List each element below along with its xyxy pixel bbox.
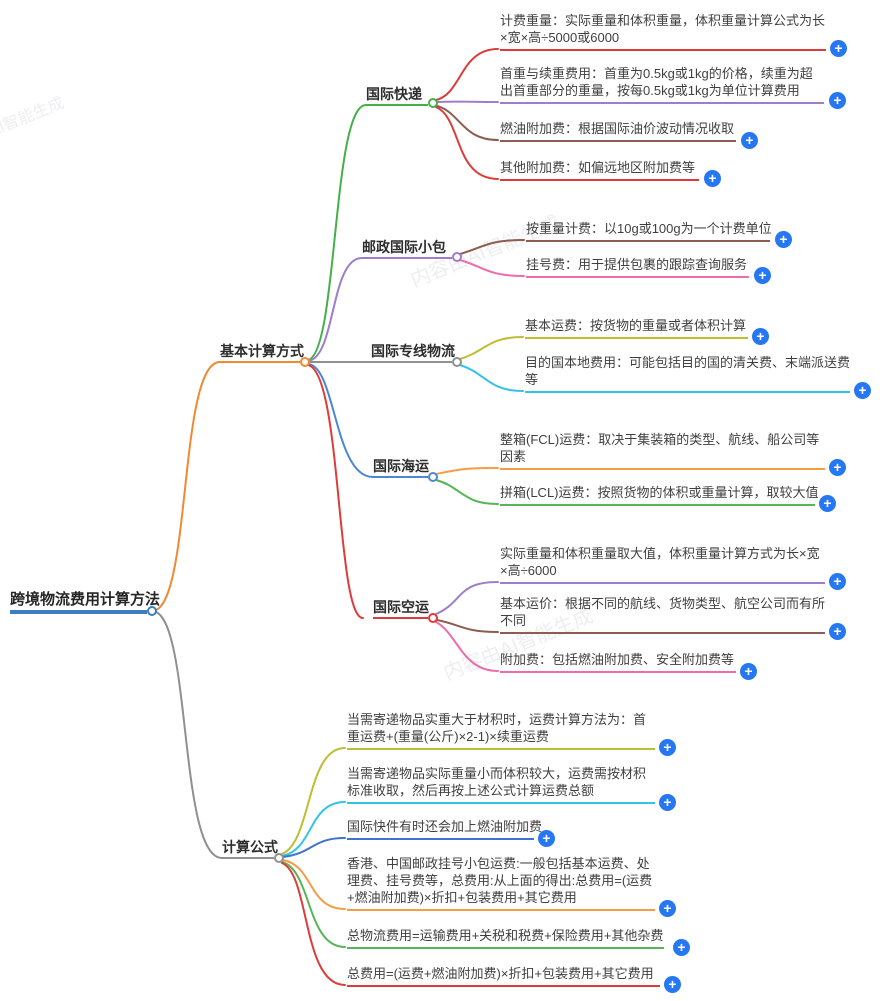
leaf-text: 附加费：包括燃油附加费、安全附加费等 [500,652,735,667]
expand-button[interactable]: + [775,231,792,248]
leaf-node[interactable]: 拼箱(LCL)运费：按照货物的体积或重量计算，取较大值 [500,484,819,506]
leaf-node[interactable]: 基本运价：根据不同的航线、货物类型、航空公司而有所不同 [500,595,825,634]
root-node-dot [147,606,157,616]
leaf-text: 拼箱(LCL)运费：按照货物的体积或重量计算，取较大值 [500,485,819,500]
expand-button[interactable]: + [829,573,846,590]
leaf-text: 目的国本地费用：可能包括目的国的清关费、末端派送费等 [525,355,851,387]
leaf-node[interactable]: 首重与续重费用：首重为0.5kg或1kg的价格，续重为超出首重部分的重量，按每0… [500,65,824,104]
leaf-text: 其他附加费：如偏远地区附加费等 [500,160,696,175]
leaf-node[interactable]: 目的国本地费用：可能包括目的国的清关费、末端派送费等 [525,354,850,393]
subbranch-node-dot [452,252,462,262]
watermark: 内容由AI智能生成 [0,94,67,159]
subbranch-node-air-freight[interactable]: 国际空运 [373,599,429,619]
subbranch-node-dot [428,472,438,482]
subbranch-label: 国际空运 [373,599,429,615]
leaf-text: 计费重量：实际重量和体积重量，体积重量计算公式为长×宽×高÷5000或6000 [500,13,826,45]
leaf-text: 基本运价：根据不同的航线、货物类型、航空公司而有所不同 [500,596,826,628]
leaf-text: 挂号费：用于提供包裹的跟踪查询服务 [526,257,748,272]
expand-button[interactable]: + [704,170,721,187]
leaf-node[interactable]: 总费用=(运费+燃油附加费)×折扣+包装费用+其它费用 [347,965,660,987]
expand-button[interactable]: + [673,939,690,956]
leaf-node[interactable]: 总物流费用=运输费用+关税和税费+保险费用+其他杂费 [347,927,664,949]
leaf-text: 总物流费用=运输费用+关税和税费+保险费用+其他杂费 [347,928,664,943]
expand-button[interactable]: + [754,267,771,284]
expand-button[interactable]: + [830,40,847,57]
subbranch-node-dot [452,357,462,367]
root-node[interactable]: 跨境物流费用计算方法 [10,591,160,614]
branch-node-dot [300,357,310,367]
branch-label: 计算公式 [222,839,278,855]
subbranch-node-dot [428,613,438,623]
leaf-text: 按重量计费：以10g或100g为一个计费单位 [526,221,772,236]
leaf-text: 基本运费：按货物的重量或者体积计算 [525,318,747,333]
expand-button[interactable]: + [659,900,676,917]
leaf-node[interactable]: 当需寄递物品实重大于材积时，运费计算方法为：首重运费+(重量(公斤)×2-1)×… [347,711,655,750]
leaf-node[interactable]: 按重量计费：以10g或100g为一个计费单位 [526,220,772,242]
expand-button[interactable]: + [740,663,757,680]
leaf-node[interactable]: 计费重量：实际重量和体积重量，体积重量计算公式为长×宽×高÷5000或6000 [500,12,826,51]
leaf-text: 当需寄递物品实际重量小而体积较大，运费需按材积标准收取，然后再按上述公式计算运费… [347,766,647,798]
expand-button[interactable]: + [854,382,871,399]
subbranch-node-postal-packet[interactable]: 邮政国际小包 [362,239,452,259]
subbranch-node-sea-freight[interactable]: 国际海运 [373,458,429,478]
subbranch-label: 国际专线物流 [371,343,455,359]
expand-button[interactable]: + [752,328,769,345]
leaf-node[interactable]: 香港、中国邮政挂号小包运费:一般包括基本运费、处理费、挂号费等，总费用:从上面的… [347,855,655,911]
expand-button[interactable]: + [829,92,846,109]
branch-node-dot [274,853,284,863]
leaf-text: 实际重量和体积重量取大值，体积重量计算方式为长×宽×高÷6000 [500,546,820,578]
leaf-node[interactable]: 实际重量和体积重量取大值，体积重量计算方式为长×宽×高÷6000 [500,545,825,584]
leaf-text: 香港、中国邮政挂号小包运费:一般包括基本运费、处理费、挂号费等，总费用:从上面的… [347,856,653,905]
branch-label: 基本计算方式 [220,343,304,359]
leaf-node[interactable]: 其他附加费：如偏远地区附加费等 [500,159,699,181]
leaf-node[interactable]: 整箱(FCL)运费：取决于集装箱的类型、航线、船公司等因素 [500,431,825,470]
expand-button[interactable]: + [664,976,681,993]
leaf-node[interactable]: 附加费：包括燃油附加费、安全附加费等 [500,651,736,673]
expand-button[interactable]: + [659,739,676,756]
root-label: 跨境物流费用计算方法 [10,591,161,608]
leaf-text: 国际快件有时还会加上燃油附加费 [347,819,543,834]
leaf-node[interactable]: 当需寄递物品实际重量小而体积较大，运费需按材积标准收取，然后再按上述公式计算运费… [347,765,655,804]
expand-button[interactable]: + [741,132,758,149]
branch-node-formulas[interactable]: 计算公式 [222,839,278,859]
leaf-text: 首重与续重费用：首重为0.5kg或1kg的价格，续重为超出首重部分的重量，按每0… [500,66,813,98]
subbranch-label: 国际海运 [373,458,429,474]
expand-button[interactable]: + [538,830,555,847]
leaf-text: 总费用=(运费+燃油附加费)×折扣+包装费用+其它费用 [347,966,654,981]
leaf-node[interactable]: 挂号费：用于提供包裹的跟踪查询服务 [526,256,749,278]
leaf-text: 整箱(FCL)运费：取决于集装箱的类型、航线、船公司等因素 [500,432,820,464]
subbranch-node-intl-express[interactable]: 国际快递 [366,86,428,106]
leaf-node[interactable]: 燃油附加费：根据国际油价波动情况收取 [500,120,736,142]
subbranch-label: 邮政国际小包 [362,239,446,255]
leaf-node[interactable]: 基本运费：按货物的重量或者体积计算 [525,317,748,339]
expand-button[interactable]: + [829,623,846,640]
leaf-text: 当需寄递物品实重大于材积时，运费计算方法为：首重运费+(重量(公斤)×2-1)×… [347,712,647,744]
subbranch-node-dot [428,98,438,108]
leaf-node[interactable]: 国际快件有时还会加上燃油附加费 [347,818,542,840]
subbranch-label: 国际快递 [366,86,422,102]
expand-button[interactable]: + [819,495,836,512]
expand-button[interactable]: + [659,794,676,811]
expand-button[interactable]: + [829,459,846,476]
subbranch-node-dedicated-line[interactable]: 国际专线物流 [371,343,455,363]
branch-node-basic-methods[interactable]: 基本计算方式 [220,343,304,363]
leaf-text: 燃油附加费：根据国际油价波动情况收取 [500,121,735,136]
